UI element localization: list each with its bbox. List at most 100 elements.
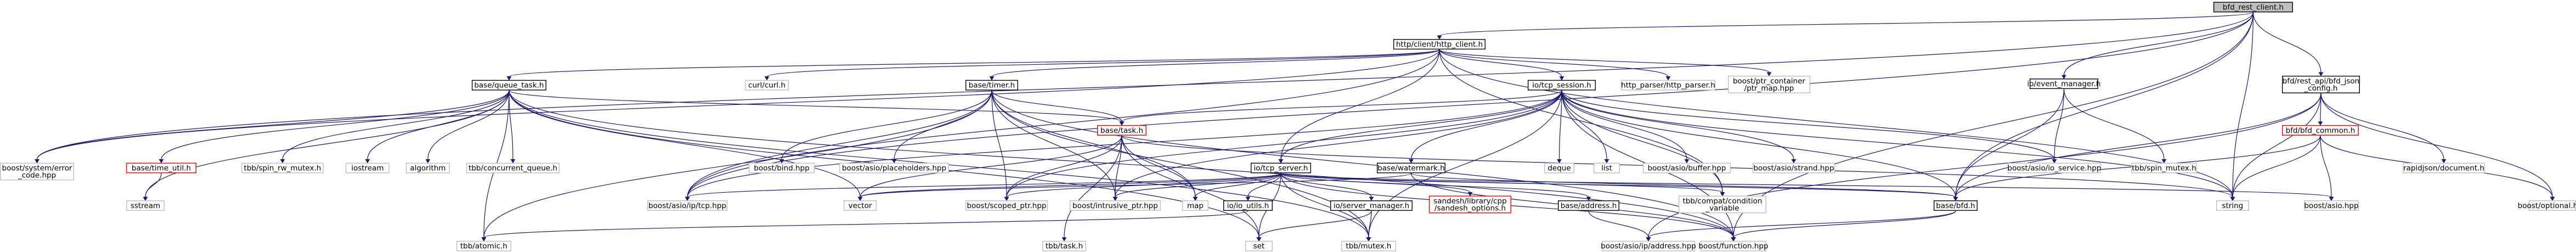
node-label: vector [849,201,872,210]
edge-bfd-h-to-boost-function [1731,210,1956,242]
node-sstream[interactable]: sstream [126,200,165,211]
node-label: tbb/atomic.h [460,242,507,251]
node-concurrent-queue[interactable]: tbb/concurrent_queue.h [466,163,560,173]
node-event-manager[interactable]: io/event_manager.h [2027,79,2101,89]
node-tbb-spin-rw[interactable]: tbb/spin_rw_mutex.h [241,163,324,173]
node-boost-function[interactable]: boost/function.hpp [1698,240,1769,251]
edge-line [145,90,510,198]
node-base-address[interactable]: base/address.h [1557,200,1619,211]
edge-line [2252,12,2321,72]
node-tcp-session[interactable]: io/tcp_session.h [1527,80,1596,91]
edge-root-to-http-client [1437,12,2254,40]
node-deque[interactable]: deque [1544,163,1574,173]
node-ptr-container[interactable]: boost/ptr_container/ptr_map.hpp [1727,75,1810,93]
node-boost-asio[interactable]: boost/asio.hpp [2304,200,2359,211]
edge-queue-task-to-algorithm [425,90,510,164]
arrow-head-icon [1245,197,1251,201]
edge-line [1258,210,1372,238]
node-label: base/time_util.h [132,164,191,172]
edge-layer [35,12,2555,242]
node-server-manager[interactable]: io/server_manager.h [1330,200,1413,211]
edge-event-manager-to-tbb-spin-mutex [2063,89,2167,164]
node-box [2282,125,2359,136]
node-rest-api[interactable]: bfd/rest_api/bfd_json_config.h [2282,75,2360,93]
node-tbb-atomic[interactable]: tbb/atomic.h [456,240,512,251]
edge-tcp-session-to-asio-strand [1561,90,1797,164]
node-label: set [1253,242,1265,251]
node-tbb-spin-mutex[interactable]: tbb/spin_mutex.h [2131,163,2197,173]
node-vector[interactable]: vector [843,200,877,211]
arrow-head-icon [1278,159,1284,164]
node-algorithm[interactable]: algorithm [406,163,450,173]
edge-line [1410,90,1562,160]
edge-base-address-to-ip-address [1588,210,1651,242]
arrow-head-icon [891,159,897,164]
arrow-head-icon [2052,159,2057,164]
node-boost-bind[interactable]: boost/bind.hpp [748,163,815,173]
edge-line [1439,49,1669,77]
arrow-head-icon [1604,159,1609,164]
node-label: sstream [131,201,160,210]
edge-line [145,173,162,198]
edge-line [1955,89,2065,198]
node-timer[interactable]: base/timer.h [965,80,1018,91]
node-label: rapidjson/document.h [2403,164,2484,172]
node-sandesh-options[interactable]: sandesh/library/cpp/sandesh_options.h [1428,195,1511,214]
node-set[interactable]: set [1245,240,1273,251]
node-map[interactable]: map [1182,200,1208,211]
edge-queue-task-to-base-task [509,90,1125,126]
node-box [1223,200,1273,211]
node-root[interactable]: bfd_rest_client.h [2213,2,2293,13]
arrow-head-icon [1369,197,1374,201]
node-label: string [2222,201,2244,210]
node-queue-task[interactable]: base/queue_task.h [472,80,547,91]
node-box [1376,163,1445,173]
edge-line [1195,173,1281,198]
node-io-utils[interactable]: io/io_utils.h [1223,200,1273,211]
node-bfd-h[interactable]: base/bfd.h [1933,200,1978,211]
node-label: boost/ptr_container [1733,77,1806,86]
edge-line [509,90,513,160]
node-label: iostream [351,164,383,172]
node-bfd-common[interactable]: bfd/bfd_common.h [2282,125,2359,136]
node-curl[interactable]: curl/curl.h [744,80,789,91]
edge-http-client-to-timer [989,49,1440,81]
node-asio-buffer[interactable]: boost/asio/buffer.hpp [1642,163,1731,173]
node-time-util[interactable]: base/time_util.h [126,163,196,173]
node-asio-strand[interactable]: boost/asio/strand.hpp [1752,163,1835,173]
node-string[interactable]: string [2216,200,2249,211]
node-intrusive-ptr[interactable]: boost/intrusive_ptr.hpp [1069,200,1161,211]
node-ip-address[interactable]: boost/asio/ip/address.hpp [1601,240,1696,251]
node-label: base/task.h [1100,126,1143,135]
node-scoped-ptr[interactable]: boost/scoped_ptr.hpp [965,200,1048,211]
node-iostream[interactable]: iostream [346,163,390,173]
node-box [2131,163,2197,173]
node-boost-optional[interactable]: boost/optional.hpp [2518,200,2576,211]
node-label: bfd_rest_client.h [2223,3,2284,12]
node-boost-system-error[interactable]: boost/system/error_code.hpp [0,163,75,181]
node-box [1933,200,1978,211]
node-http-parser[interactable]: http_parser/http_parser.h [1620,80,1715,91]
node-http-client[interactable]: http/client/http_client.h [1393,39,1485,50]
node-base-task[interactable]: base/task.h [1097,125,1146,136]
node-box [1393,39,1485,50]
edge-rest-api-to-ip-address [1646,93,2321,242]
node-list[interactable]: list [1593,163,1620,173]
arrow-head-icon [2161,159,2167,164]
edge-line [1115,173,1281,198]
node-io-service[interactable]: boost/asio/io_service.hpp [2008,163,2102,173]
node-ip-tcp[interactable]: boost/asio/ip/tcp.hpp [647,200,727,211]
node-tbb-mutex[interactable]: tbb/mutex.h [1341,240,1396,251]
node-placeholders[interactable]: boost/asio/placeholders.hpp [839,163,949,173]
arrow-head-icon [1766,72,1772,76]
node-tcp-server[interactable]: io/tcp_server.h [1250,163,1311,173]
node-box [346,163,390,173]
node-tbb-task[interactable]: tbb/task.h [1042,240,1086,251]
node-watermark[interactable]: base/watermark.h [1376,163,1445,173]
arrow-head-icon [280,159,285,164]
node-label: /ptr_map.hpp [1744,84,1794,93]
node-rapidjson[interactable]: rapidjson/document.h [2403,163,2485,173]
node-compat-cond[interactable]: tbb/compat/condition_variable [1678,195,1766,214]
edge-queue-task-to-boost-system-error [35,90,510,164]
